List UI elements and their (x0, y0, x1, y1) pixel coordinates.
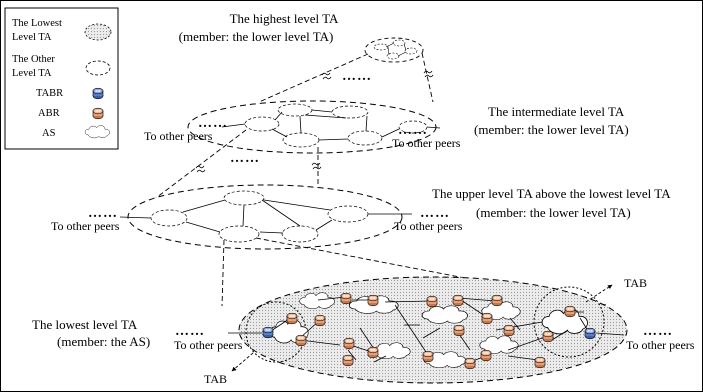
tab-circle-right (533, 286, 605, 358)
connector-intermediate-upper (139, 129, 319, 211)
legend: The Lowest Level TA The Other Level TA T… (4, 7, 119, 150)
intermediate-right-ellipsis: …… (398, 123, 428, 138)
lowest-left-ellipsis: …… (175, 324, 205, 339)
tab-arrow-right (585, 284, 613, 303)
upper-level-ta-subtitle: (member: the lower level TA) (476, 205, 631, 220)
lowest-level-ta: …… To other peers …… To other peers TAB … (32, 276, 695, 386)
break-marks-lower (195, 162, 322, 173)
legend-tabr-icon (92, 87, 104, 100)
tab-label-right: TAB (624, 276, 647, 290)
lowest-level-ta-ellipse (238, 276, 628, 384)
upper-level-ta-title: The upper level TA above the lowest leve… (432, 186, 671, 201)
lowest-level-ta-title: The lowest level TA (32, 317, 138, 332)
tab-label-left: TAB (204, 372, 227, 386)
legend-other-ta-symbol (85, 60, 111, 76)
upper-right-ellipsis: …… (420, 206, 450, 221)
legend-abr-label: ABR (38, 108, 60, 119)
intermediate-right-peers-label: To other peers (392, 136, 461, 150)
intermediate-left-peers-label: To other peers (144, 129, 213, 143)
tabr-router-left (262, 326, 274, 339)
lowest-right-peers-label: To other peers (626, 338, 695, 352)
legend-other-ta-label-2: Level TA (12, 68, 52, 79)
legend-other-ta-label-1: The Other (12, 54, 55, 65)
legend-lowest-ta-label-2: Level TA (12, 32, 52, 43)
legend-lowest-ta-symbol (84, 23, 112, 41)
connector-highest-intermediate (258, 52, 434, 103)
upper-level-ta: …… To other peers …… To other peers The … (51, 184, 671, 250)
legend-as-label: AS (42, 128, 56, 139)
upper-right-peers-label: To other peers (394, 219, 463, 233)
legend-tabr-label: TABR (36, 88, 63, 99)
legend-abr-icon (92, 107, 104, 120)
lowest-left-peers-label: To other peers (174, 338, 243, 352)
tabr-router-right (584, 327, 596, 340)
intermediate-level-ta-title: The intermediate level TA (488, 104, 625, 119)
intermediate-level-ta-subtitle: (member: the lower level TA) (474, 122, 629, 137)
highest-level-ta-title: The highest level TA (230, 11, 339, 26)
intermediate-level-ta: …… To other peers …… To other peers The … (144, 100, 629, 154)
upper-left-peers-label: To other peers (51, 219, 120, 233)
lowest-right-ellipsis: …… (643, 324, 673, 339)
legend-lowest-ta-label-1: The Lowest (12, 18, 62, 29)
highest-level-ta: The highest level TA (member: the lower … (179, 11, 424, 63)
break-marks-upper (321, 70, 434, 80)
ellipsis-upper: …… (342, 69, 372, 84)
intermediate-left-ellipsis: …… (198, 116, 228, 131)
lowest-level-ta-subtitle: (member: the AS) (57, 334, 150, 349)
tab-arrow-left (231, 352, 254, 372)
highest-level-ta-subtitle: (member: the lower level TA) (179, 29, 334, 44)
ellipsis-middle: …… (230, 151, 260, 166)
upper-left-ellipsis: …… (88, 206, 118, 221)
